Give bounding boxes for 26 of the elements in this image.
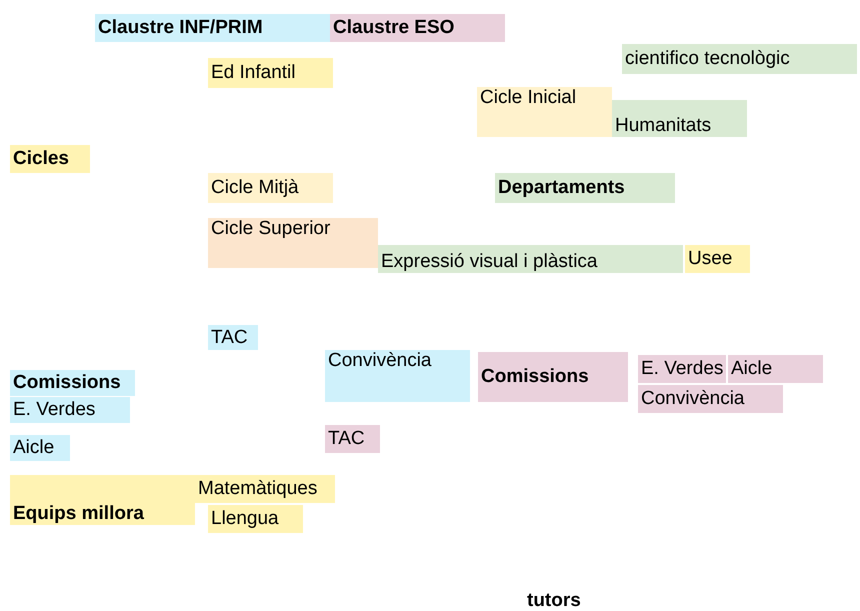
item-label: TAC [208, 325, 258, 350]
item-label: cientifico tecnològic [622, 44, 857, 74]
item-label: Aicle [10, 435, 70, 461]
heading-label: Departaments [495, 173, 675, 203]
item-label: Convivència [638, 385, 783, 413]
heading-label: Comissions [478, 352, 628, 402]
item-label: Humanitats [612, 100, 747, 137]
item-label: Usee [685, 245, 750, 273]
item-label: Expressió visual i plàstica [378, 245, 683, 273]
item-label: Cicle Mitjà [208, 173, 333, 203]
heading-label: Comissions [10, 370, 135, 396]
heading-label: Cicles [10, 145, 90, 173]
item-label: Aicle [728, 355, 823, 383]
item-label: Llengua [208, 505, 303, 533]
heading-label: Claustre INF/PRIM [95, 14, 330, 42]
item-label: Cicle Inicial [477, 87, 612, 137]
heading-label: Claustre ESO [330, 14, 505, 42]
item-label: E. Verdes [638, 355, 726, 383]
item-label: Convivència [325, 350, 470, 402]
item-label: TAC [325, 425, 380, 453]
item-label: Cicle Superior [208, 218, 378, 268]
note-text: tutors [527, 590, 581, 611]
heading-label: Equips millora [10, 475, 195, 525]
item-label: E. Verdes [10, 397, 130, 423]
item-label: Matemàtiques [195, 475, 335, 503]
item-label: Ed Infantil [208, 58, 333, 88]
